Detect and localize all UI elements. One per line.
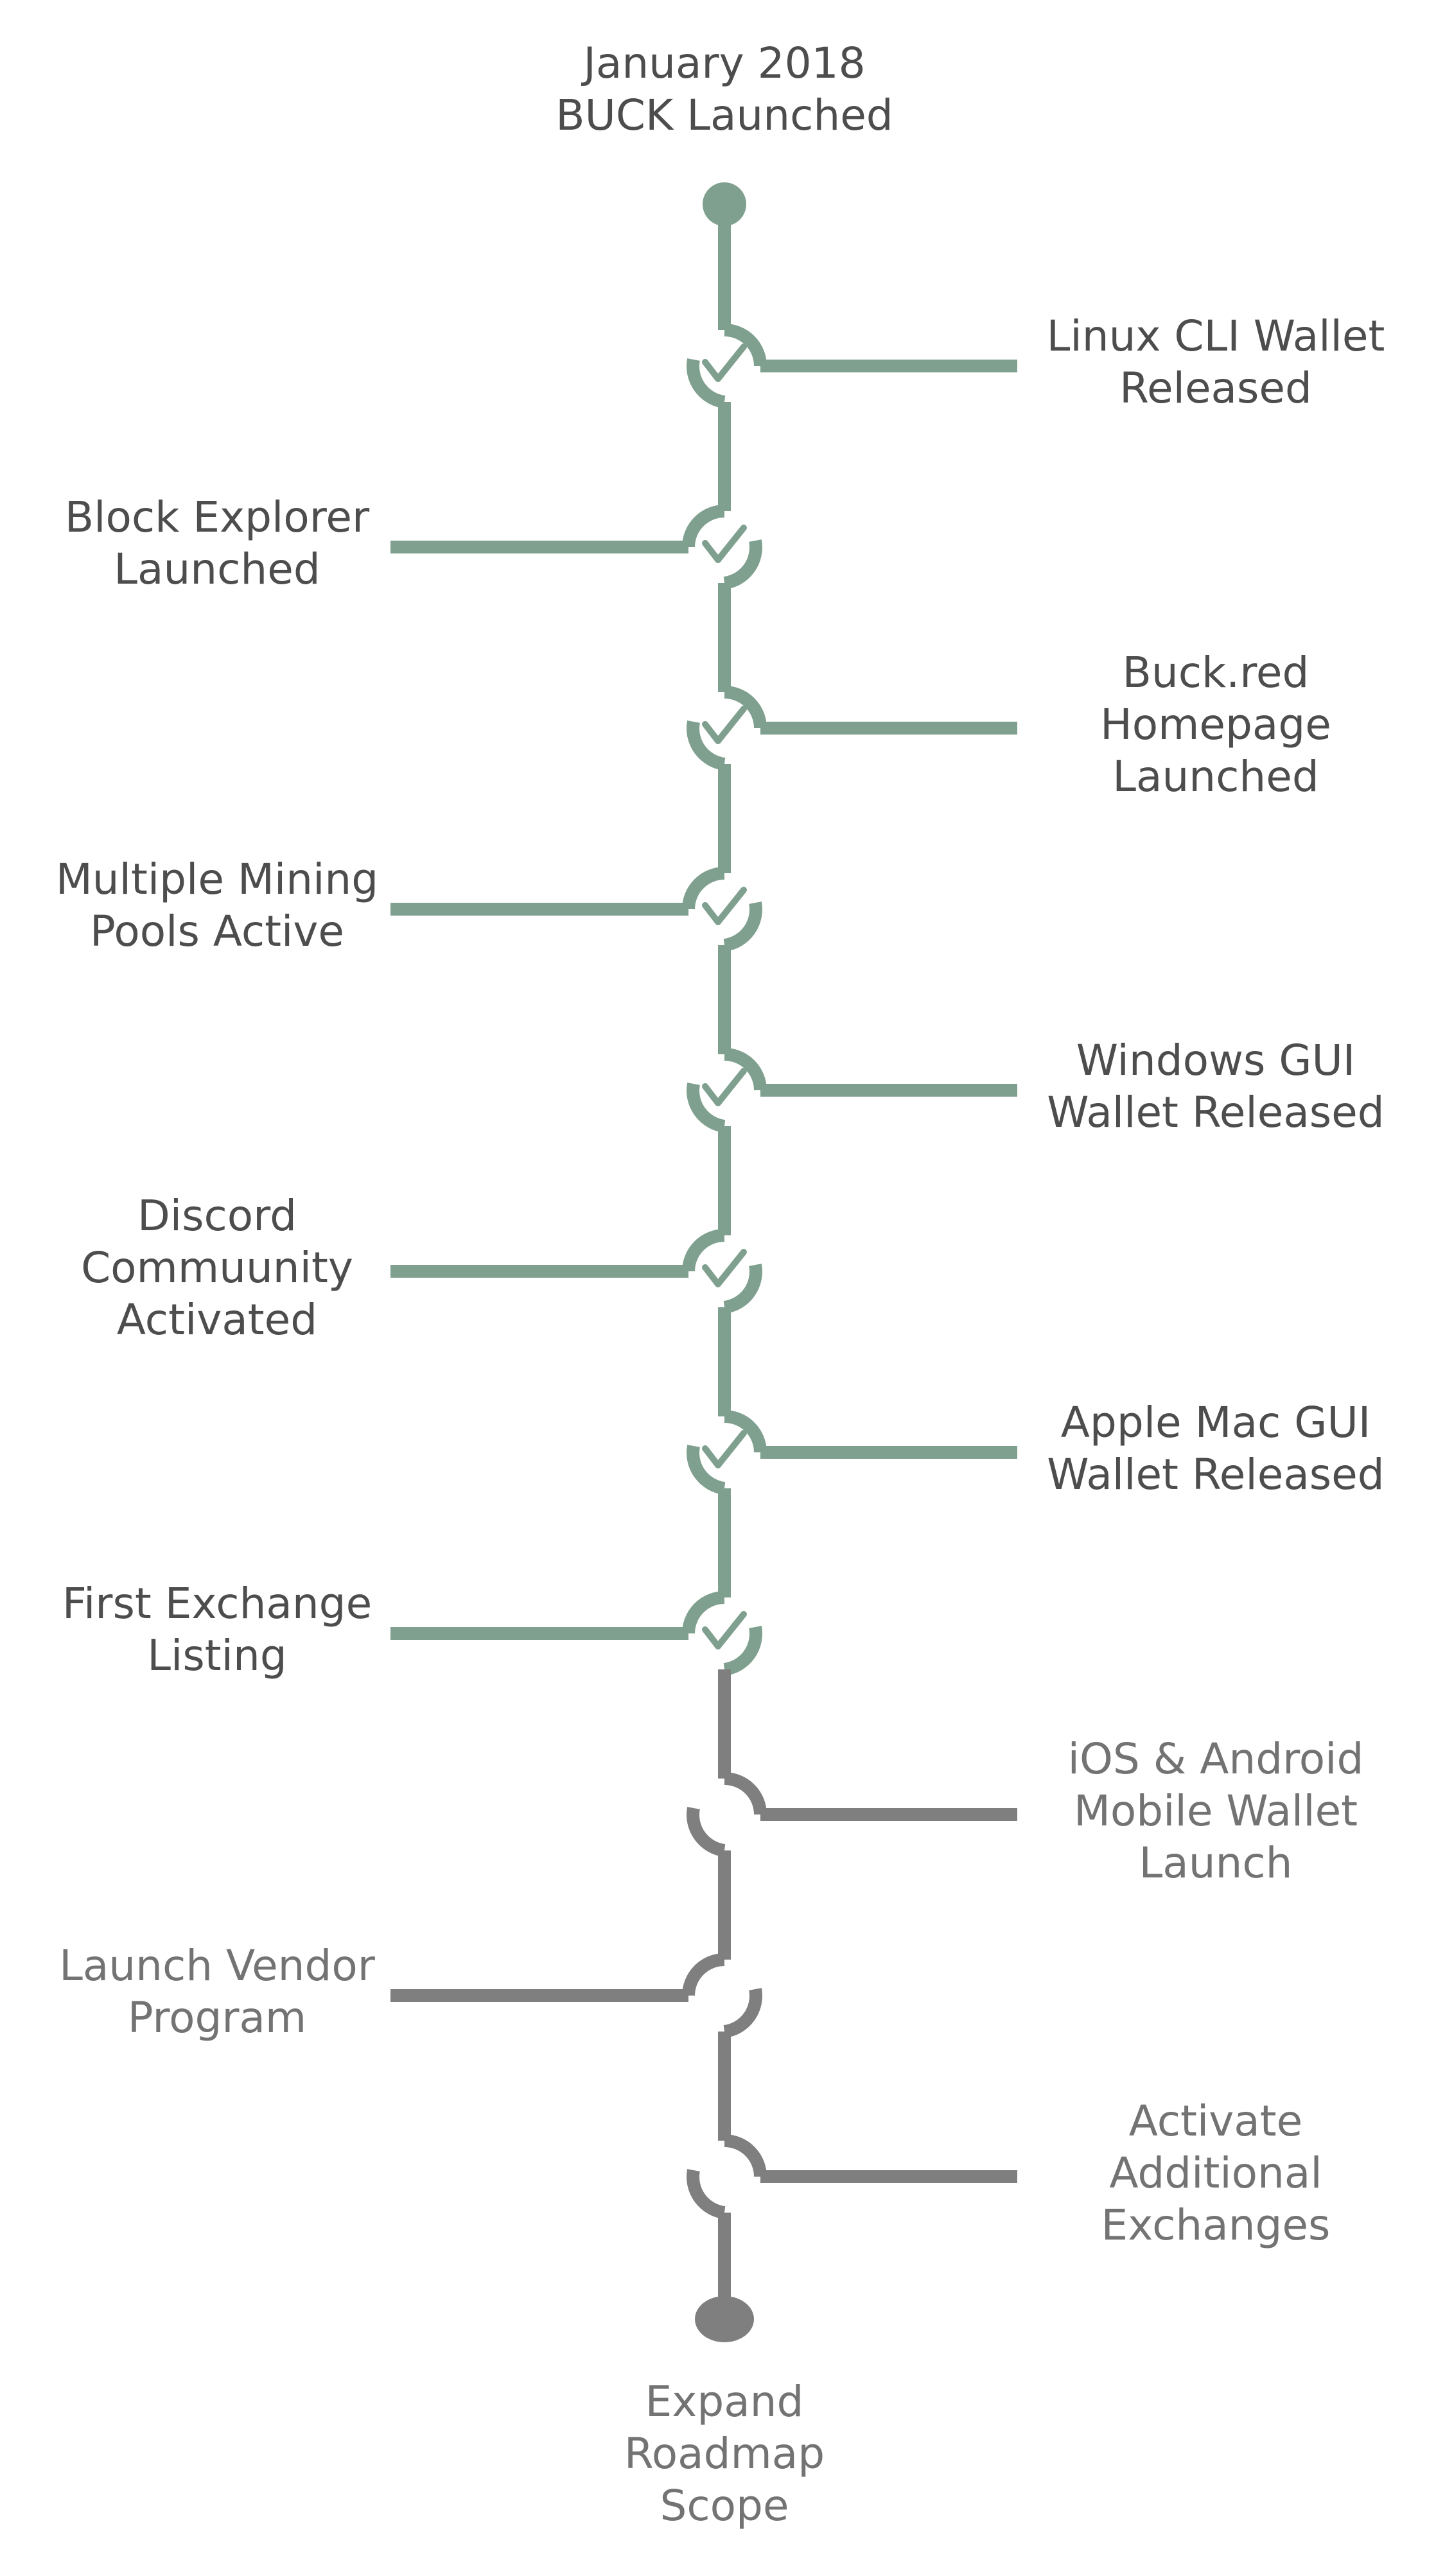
- milestone-label: Block Explorer Launched: [64, 492, 370, 594]
- milestone-label: Launch Vendor Program: [59, 1941, 375, 2042]
- junction-arc-upper: [682, 867, 725, 910]
- check-icon: [702, 344, 747, 382]
- check-icon: [702, 1249, 747, 1287]
- junction-arc-lower: [687, 1445, 726, 1495]
- check-icon: [702, 1068, 747, 1106]
- junction-arc-lower: [723, 1264, 762, 1314]
- check-icon: [702, 1611, 747, 1649]
- end-dot-icon: [695, 2296, 754, 2342]
- junction-arc-lower: [687, 2169, 726, 2219]
- milestone-label: Multiple Mining Pools Active: [55, 855, 379, 956]
- junction-arc-lower: [723, 1988, 762, 2038]
- junction-arc-upper: [724, 2134, 767, 2177]
- junction-arc-lower: [687, 1807, 726, 1857]
- junction-arc-upper: [682, 1229, 725, 1272]
- check-icon: [702, 706, 747, 744]
- junction-arc-lower: [723, 901, 762, 952]
- junction-arc-upper: [682, 505, 725, 548]
- junction-arc-upper: [682, 1591, 725, 1634]
- start-label: January 2018 BUCK Launched: [556, 39, 893, 140]
- junction-arc-upper: [724, 324, 767, 367]
- milestone-label: iOS & Android Mobile Wallet Launch: [1067, 1734, 1364, 1888]
- check-icon: [702, 525, 747, 563]
- junction-arc-upper: [724, 1772, 767, 1815]
- junction-arc-lower: [687, 358, 726, 408]
- milestone-label: Windows GUI Wallet Released: [1047, 1036, 1385, 1137]
- check-icon: [702, 887, 747, 925]
- junction-arc-upper: [724, 1048, 767, 1091]
- junction-arc-upper: [682, 1953, 725, 1996]
- milestone-label: Apple Mac GUI Wallet Released: [1047, 1398, 1385, 1499]
- junction-arc-lower: [723, 539, 762, 589]
- check-icon: [702, 1430, 747, 1468]
- junction-arc-upper: [724, 1410, 767, 1453]
- milestone-label: Discord Commuunity Activated: [81, 1190, 353, 1345]
- junction-arc-upper: [724, 686, 767, 729]
- end-label: Expand Roadmap Scope: [624, 2377, 825, 2530]
- junction-arc-lower: [687, 1083, 726, 1133]
- milestone-label: Buck.red Homepage Launched: [1100, 647, 1331, 801]
- milestone-label: Linux CLI Wallet Released: [1046, 311, 1385, 413]
- junction-arc-lower: [723, 1626, 762, 1676]
- junction-arc-lower: [687, 720, 726, 770]
- milestone-label: Activate Additional Exchanges: [1101, 2096, 1331, 2250]
- milestone-label: First Exchange Listing: [62, 1579, 372, 1680]
